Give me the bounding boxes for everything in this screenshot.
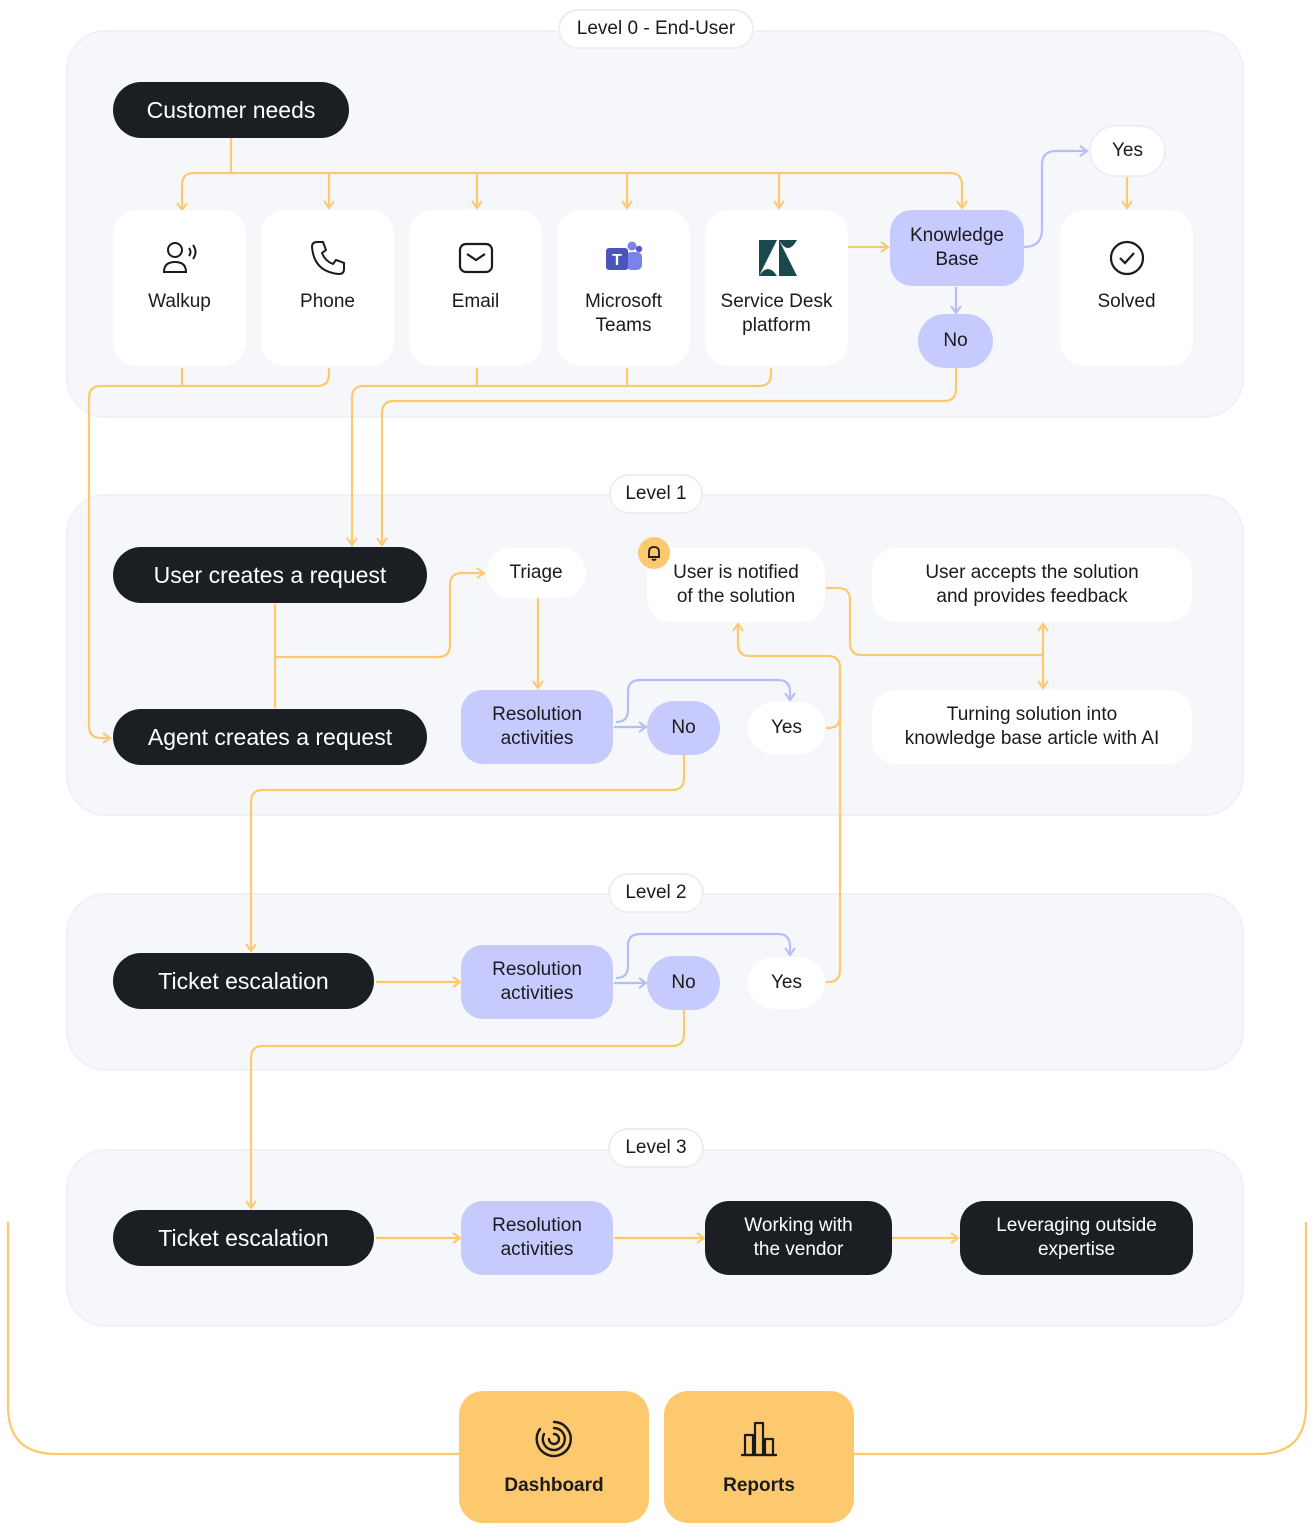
kb-article-label-2: knowledge base article with AI	[904, 728, 1160, 749]
user-creates-request-node: User creates a request	[113, 547, 427, 603]
vendor-label-2: the vendor	[753, 1239, 844, 1260]
channel-teams-label-2: Teams	[595, 315, 652, 336]
l1-no-node: No	[647, 701, 720, 755]
kb-yes-node: Yes	[1089, 125, 1166, 177]
user-accepts-label-2: and provides feedback	[936, 586, 1128, 607]
triage-node: Triage	[486, 548, 586, 598]
level-1-tag: Level 1	[609, 474, 703, 514]
l1-resolution-node: Resolution activities	[461, 690, 613, 764]
vendor-label-1: Working with	[744, 1215, 853, 1236]
kb-no-node: No	[918, 314, 993, 368]
channel-service-desk-label-2: platform	[742, 315, 811, 336]
level-0-tag: Level 0 - End-User	[558, 9, 754, 49]
zendesk-logo-icon	[758, 240, 797, 276]
knowledge-base-label-1: Knowledge	[909, 225, 1005, 246]
knowledge-base-label-2: Base	[935, 249, 979, 270]
channel-service-desk-label-1: Service Desk	[720, 291, 833, 312]
channel-email: Email	[409, 210, 542, 366]
channel-walkup-label: Walkup	[148, 291, 211, 312]
microsoft-teams-icon: T	[605, 241, 642, 270]
l1-yes-node: Yes	[748, 702, 825, 754]
bar-chart-icon	[741, 1421, 777, 1457]
person-speaking-icon	[162, 242, 196, 273]
channel-phone: Phone	[261, 210, 394, 366]
l3-resolution-label-1: Resolution	[492, 1215, 582, 1236]
outside-label-1: Leveraging outside	[996, 1215, 1157, 1236]
l2-yes-node: Yes	[748, 957, 825, 1009]
solved-node: Solved	[1060, 210, 1193, 366]
user-accepts-node: User accepts the solution and provides f…	[872, 548, 1192, 622]
dashboard-label: Dashboard	[504, 1475, 604, 1496]
l1-resolution-label-1: Resolution	[492, 704, 582, 725]
user-accepts-label-1: User accepts the solution	[925, 562, 1139, 583]
user-notified-node: User is notified of the solution	[647, 548, 825, 622]
notification-badge	[638, 537, 670, 569]
l2-resolution-label-2: activities	[500, 983, 574, 1004]
envelope-icon	[458, 242, 493, 274]
channel-phone-label: Phone	[300, 291, 355, 312]
l2-no-node: No	[647, 956, 720, 1010]
kb-article-label-1: Turning solution into	[946, 704, 1118, 725]
knowledge-base-node: Knowledge Base	[890, 210, 1024, 286]
channel-teams: T Microsoft Teams	[557, 210, 690, 366]
gauge-icon	[535, 1420, 572, 1458]
l3-ticket-escalation-node: Ticket escalation	[113, 1210, 374, 1266]
dashboard-tile[interactable]: Dashboard	[459, 1391, 649, 1523]
l3-resolution-node: Resolution activities	[461, 1201, 613, 1275]
user-notified-label-2: of the solution	[676, 586, 796, 607]
l2-resolution-label-1: Resolution	[492, 959, 582, 980]
level-2-tag: Level 2	[608, 873, 704, 913]
reports-tile[interactable]: Reports	[664, 1391, 854, 1523]
working-with-vendor-node: Working with the vendor	[705, 1201, 892, 1275]
level-3-tag: Level 3	[608, 1128, 704, 1168]
solved-label: Solved	[1097, 291, 1156, 312]
channel-teams-label-1: Microsoft	[584, 291, 663, 312]
user-notified-label-1: User is notified	[673, 562, 799, 583]
channel-email-label: Email	[451, 291, 500, 312]
l2-ticket-escalation-node: Ticket escalation	[113, 953, 374, 1009]
phone-icon	[310, 241, 345, 276]
channel-walkup: Walkup	[113, 210, 246, 366]
channel-service-desk: Service Desk platform	[705, 210, 848, 366]
outside-expertise-node: Leveraging outside expertise	[960, 1201, 1193, 1275]
customer-needs-node: Customer needs	[113, 82, 349, 138]
check-circle-icon	[1109, 240, 1144, 276]
l1-resolution-label-2: activities	[500, 728, 574, 749]
l2-resolution-node: Resolution activities	[461, 945, 613, 1019]
svg-text:T: T	[612, 252, 622, 269]
reports-label: Reports	[723, 1475, 795, 1496]
outside-label-2: expertise	[1037, 1239, 1116, 1260]
agent-creates-request-node: Agent creates a request	[113, 709, 427, 765]
l3-resolution-label-2: activities	[500, 1239, 574, 1260]
kb-article-node: Turning solution into knowledge base art…	[872, 690, 1192, 764]
bell-icon	[648, 546, 660, 561]
